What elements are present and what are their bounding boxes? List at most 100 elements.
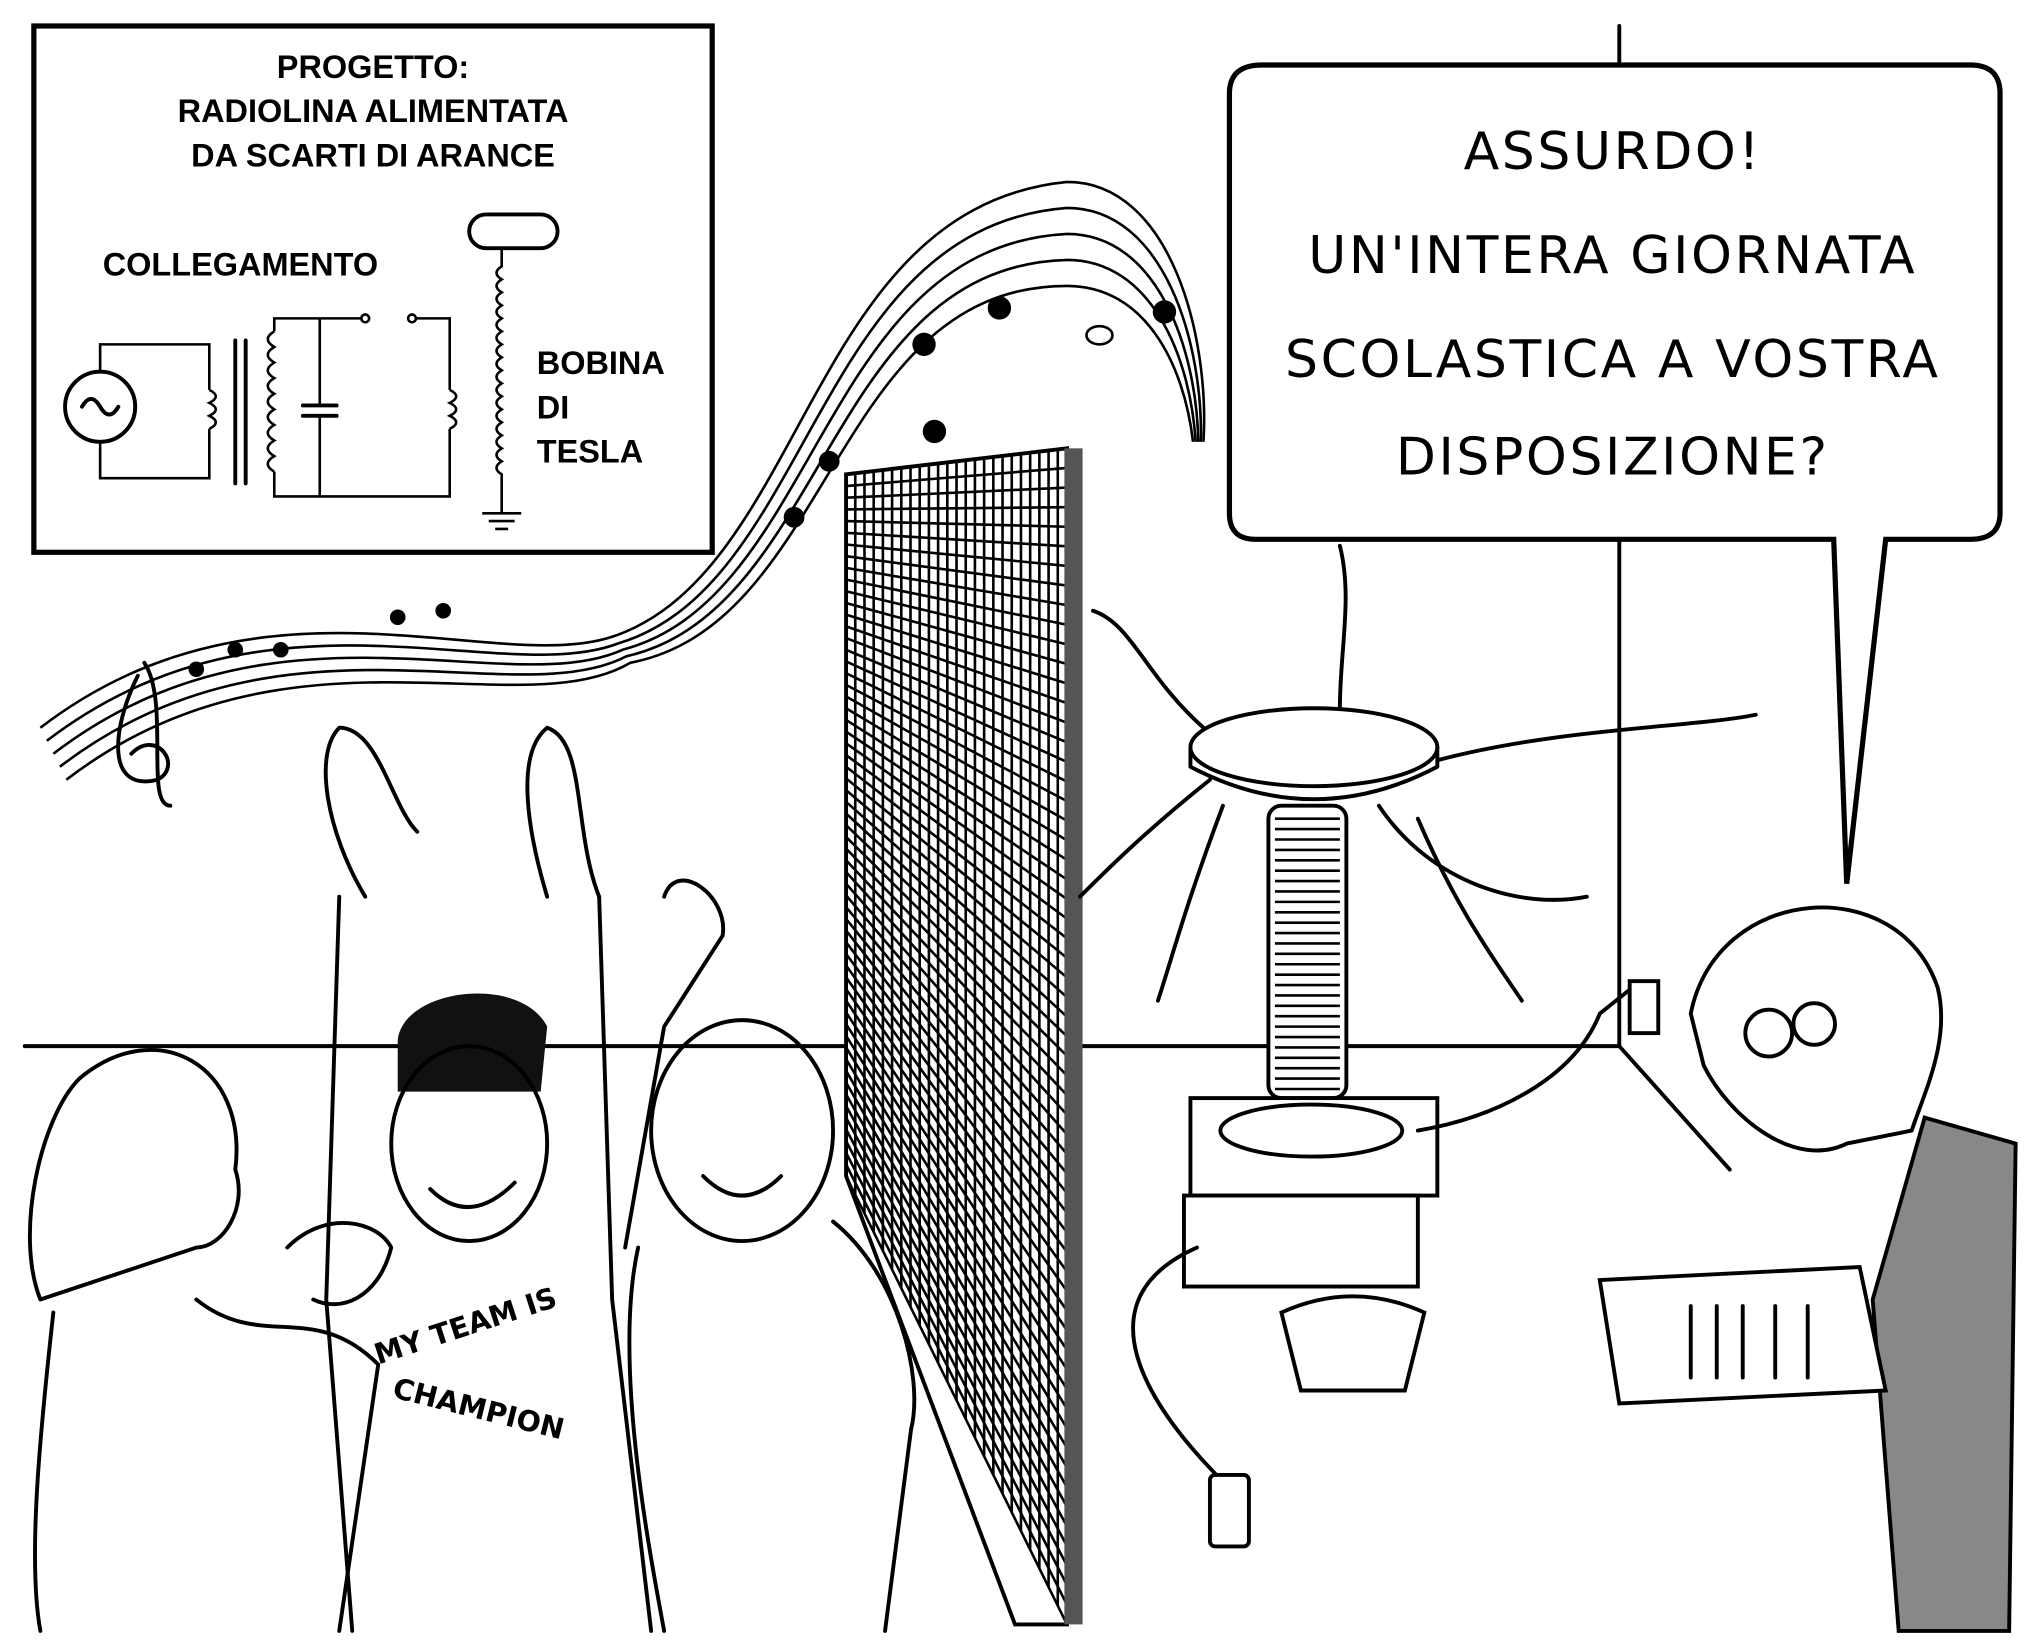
music-note-icon [272, 641, 289, 658]
mesh-line [844, 1116, 1069, 1528]
mesh-line [845, 964, 1069, 1273]
mesh-line [844, 1105, 1069, 1508]
mesh-line [844, 1011, 1069, 1351]
mesh-line [845, 660, 1068, 764]
student-girl-right [623, 878, 917, 1633]
mesh-line [844, 1046, 1069, 1410]
mesh-line [845, 601, 1068, 666]
mesh-line [845, 742, 1068, 901]
mesh-line [845, 847, 1068, 1077]
mesh-line [845, 466, 1068, 488]
mesh-line [845, 765, 1068, 940]
orange-peel-bucket [1279, 1294, 1427, 1393]
mesh-line [845, 800, 1068, 999]
mesh-line [845, 718, 1068, 862]
music-note-icon [922, 419, 947, 444]
mesh-line [845, 941, 1069, 1234]
mesh-line [845, 871, 1068, 1116]
mesh-line [845, 812, 1068, 1018]
mesh-line [845, 590, 1068, 646]
mesh-line [844, 1035, 1069, 1390]
mesh-line [845, 447, 1068, 476]
mesh-line [845, 906, 1068, 1175]
shirt-text-line2: CHAMPION [390, 1371, 568, 1446]
board-label-coil-3: TESLA [537, 434, 643, 470]
mesh-line [844, 1070, 1069, 1449]
mesh-line [844, 1152, 1069, 1586]
project-board: PROGETTO: RADIOLINA ALIMENTATA DA SCARTI… [31, 23, 715, 555]
mesh-line [844, 1140, 1069, 1567]
board-title-line1: PROGETTO: [277, 49, 469, 85]
teacher [1597, 905, 2018, 1633]
music-note-icon [389, 609, 406, 626]
mesh-line [845, 554, 1068, 587]
mesh-line [844, 976, 1069, 1292]
mesh-line [844, 1175, 1069, 1625]
mesh-line [846, 486, 1068, 500]
mesh-line [845, 929, 1069, 1214]
mesh-line [844, 1128, 1069, 1547]
mesh-line [845, 730, 1068, 881]
board-label-connection: COLLEGAMENTO [103, 246, 378, 282]
music-note-icon [1085, 324, 1114, 346]
mesh-line [844, 1163, 1069, 1606]
board-title-line2: RADIOLINA ALIMENTATA [178, 93, 569, 129]
music-note-icon [783, 506, 805, 528]
treble-clef-icon [116, 660, 173, 808]
mesh-line [845, 777, 1068, 959]
mesh-line [845, 695, 1068, 822]
music-note-icon [912, 332, 936, 357]
mesh-line [845, 789, 1068, 979]
music-note-icon [1152, 300, 1177, 324]
shirt-text-line1: MY TEAM IS [370, 1280, 561, 1371]
mesh-line [845, 917, 1068, 1194]
music-note-icon [435, 602, 452, 619]
mesh-line [845, 671, 1068, 783]
music-staff [39, 180, 1206, 808]
board-label-coil-1: BOBINA [537, 345, 665, 381]
mesh-line [844, 999, 1069, 1332]
mesh-line [845, 531, 1068, 548]
mobile-phone-icon [1207, 1473, 1251, 1549]
tesla-coil [1078, 543, 1758, 1549]
mesh-line [845, 859, 1068, 1097]
mesh-line [845, 543, 1068, 568]
mesh-line [845, 894, 1068, 1155]
student-boy-center: MY TEAM IS CHAMPION [323, 725, 654, 1633]
mesh-line [845, 566, 1068, 607]
mesh-line [845, 835, 1068, 1057]
mesh-line [844, 988, 1069, 1312]
mesh-line [846, 519, 1068, 529]
mesh-line [844, 1023, 1069, 1371]
music-note-icon [188, 661, 205, 678]
mesh-line [844, 1058, 1069, 1430]
lightning-bolts [1078, 543, 1758, 1003]
mesh-line [845, 707, 1068, 842]
music-note-icon [987, 296, 1012, 320]
mesh-line [845, 636, 1068, 724]
student-girl-left [28, 1048, 394, 1633]
speech-bubble: ASSURDO! UN'INTERA GIORNATA SCOLASTICA A… [1226, 62, 2003, 884]
mesh-line [844, 1081, 1069, 1469]
mesh-line [845, 683, 1068, 803]
board-title-line3: DA SCARTI DI ARANCE [191, 137, 555, 173]
mesh-line [845, 882, 1068, 1136]
mesh-line [845, 953, 1069, 1253]
mesh-line [845, 753, 1068, 920]
mesh-line [845, 824, 1068, 1038]
speech-line3: SCOLASTICA A VOSTRA [1285, 330, 1941, 390]
mesh-line [845, 625, 1068, 705]
mesh-line [845, 578, 1068, 627]
circuit-diagram [63, 212, 560, 531]
mesh-line [844, 1093, 1069, 1488]
board-label-coil-2: DI [537, 389, 569, 425]
mesh-line [845, 613, 1068, 685]
mesh-line [846, 505, 1067, 511]
wall-socket-icon [1627, 979, 1661, 1036]
speech-line4: DISPOSIZIONE? [1396, 427, 1830, 487]
speech-line2: UN'INTERA GIORNATA [1308, 226, 1917, 286]
mesh-partition [844, 446, 1083, 1627]
mesh-line [845, 648, 1068, 744]
